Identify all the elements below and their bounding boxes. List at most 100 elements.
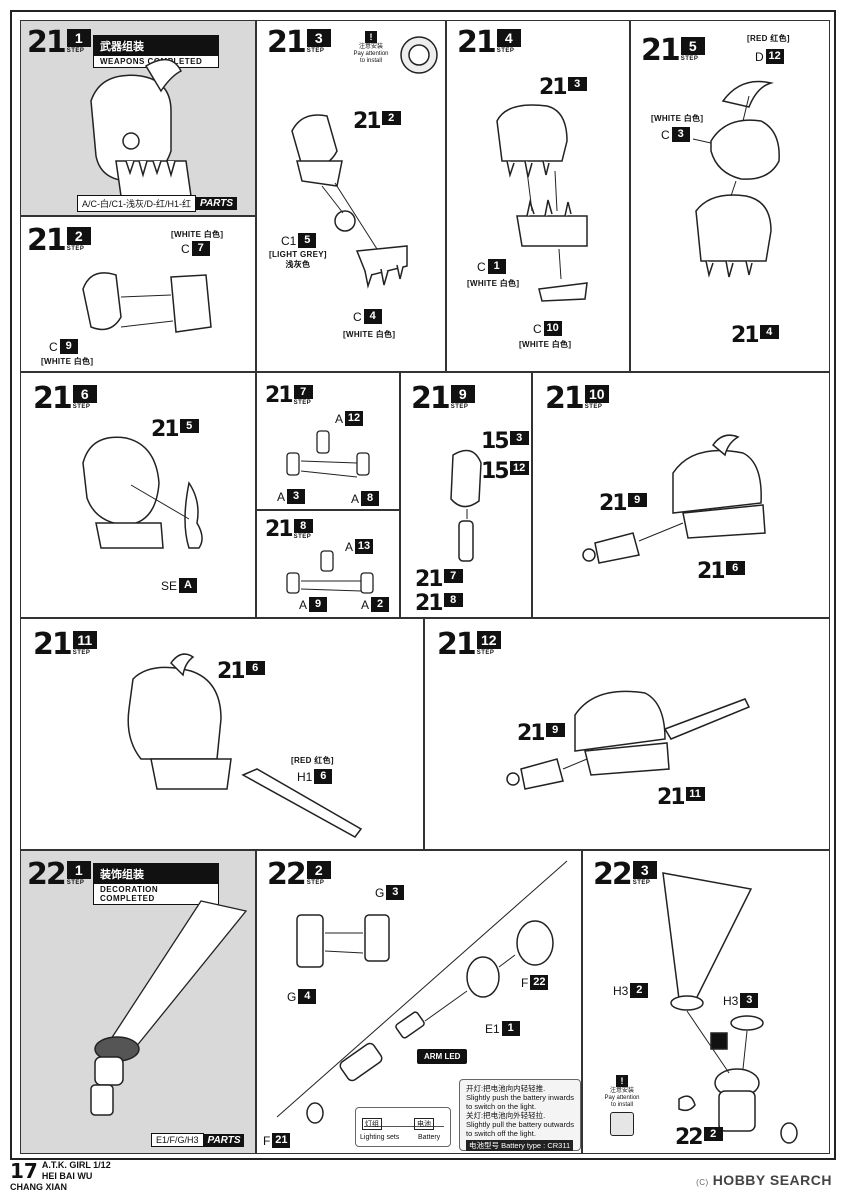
ref-major: 15: [481, 459, 510, 484]
ref-21-6: 21 6: [697, 561, 745, 583]
ref-minor: 9: [545, 723, 565, 737]
step-21-4-illustration: [496, 104, 588, 302]
step-major: 21: [641, 33, 681, 68]
ref-major: 15: [481, 429, 510, 454]
part-number: 4: [363, 309, 382, 324]
step-major: 21: [267, 25, 307, 60]
part-number: 7: [191, 241, 210, 256]
part-number: 10: [543, 321, 562, 336]
part-letter: A: [361, 597, 370, 612]
part-letter: C1: [281, 233, 297, 248]
step-minor: 2: [306, 861, 331, 879]
step-label: STEP: [476, 650, 495, 656]
ref-15-12: 15 12: [481, 461, 529, 483]
part-letter: H3: [613, 983, 629, 998]
part-letter: C: [661, 127, 670, 142]
part-letter: G: [375, 885, 385, 900]
note-en1: Pay attention: [353, 51, 389, 57]
step-minor: 4: [496, 29, 521, 47]
color-light-grey: [LIGHT GREY] 浅灰色: [269, 250, 327, 270]
attention-note-22-3: ! 注意安装 Pay attention to install: [597, 1075, 647, 1136]
ref-minor: 11: [685, 787, 705, 801]
step-major: 21: [411, 381, 451, 416]
part-letter: C: [477, 259, 486, 274]
lighting-set-box: 灯组 电池 Lighting sets Battery: [355, 1107, 451, 1147]
step-21-7-illustration: [286, 430, 370, 478]
title-cn: 装饰组装: [94, 864, 218, 884]
part-number: 1: [487, 259, 506, 274]
part-number: 6: [314, 769, 333, 784]
color-white: [WHITE 白色]: [651, 114, 704, 123]
ref-minor: 3: [567, 77, 587, 91]
watermark-text: HOBBY SEARCH: [712, 1172, 832, 1188]
step-minor: 8: [293, 519, 313, 533]
note-en2: to install: [359, 58, 382, 64]
ref-21-5: 21 5: [151, 419, 199, 441]
ref-major: 21: [539, 75, 568, 100]
step-minor: 1: [66, 29, 91, 47]
step-minor: 5: [680, 37, 705, 55]
decoration-completed-title: 装饰组装 DECORATION COMPLETED: [93, 863, 219, 905]
step-21-11-illustration: [127, 653, 363, 838]
part-number: 9: [59, 339, 78, 354]
part-letter: C: [49, 339, 58, 354]
note-cn: 注意安装: [358, 44, 383, 50]
parts-list: E1/F/G/H3: [151, 1133, 204, 1147]
part-letter: SE: [161, 578, 178, 593]
part-letter: A: [299, 597, 308, 612]
step-major: 22: [593, 857, 633, 892]
ref-major: 21: [731, 323, 760, 348]
ref-21-7: 21 7: [415, 569, 463, 591]
lighting-cn: 灯组: [362, 1118, 382, 1130]
hand-icon: [610, 1112, 634, 1136]
part-number: 2: [630, 983, 649, 998]
step-label: STEP: [306, 48, 325, 54]
ref-major: 21: [415, 591, 444, 616]
arm-led-label: ARM LED: [417, 1049, 468, 1064]
part-number: 3: [287, 489, 306, 504]
step-21-3-illustration: [291, 36, 438, 289]
ref-major: 22: [675, 1125, 704, 1150]
part-number: 8: [361, 491, 380, 506]
step-label: STEP: [293, 400, 312, 406]
step-major: 21: [27, 25, 67, 60]
part-letter: A: [345, 539, 354, 554]
part-number: 13: [355, 539, 374, 554]
ref-21-8: 21 8: [415, 593, 463, 615]
step-label: STEP: [584, 404, 603, 410]
step-22-2-illustration: [276, 860, 568, 1124]
battery-cn: 电池: [414, 1118, 434, 1130]
note-en1: Pay attention: [604, 1095, 640, 1101]
step-label: STEP: [306, 880, 325, 886]
step-21-2-illustration: [82, 272, 212, 333]
part-letter: C: [353, 309, 362, 324]
step-minor: 3: [632, 861, 657, 879]
step-21-5-illustration: [692, 80, 780, 278]
step-major: 21: [265, 383, 294, 408]
